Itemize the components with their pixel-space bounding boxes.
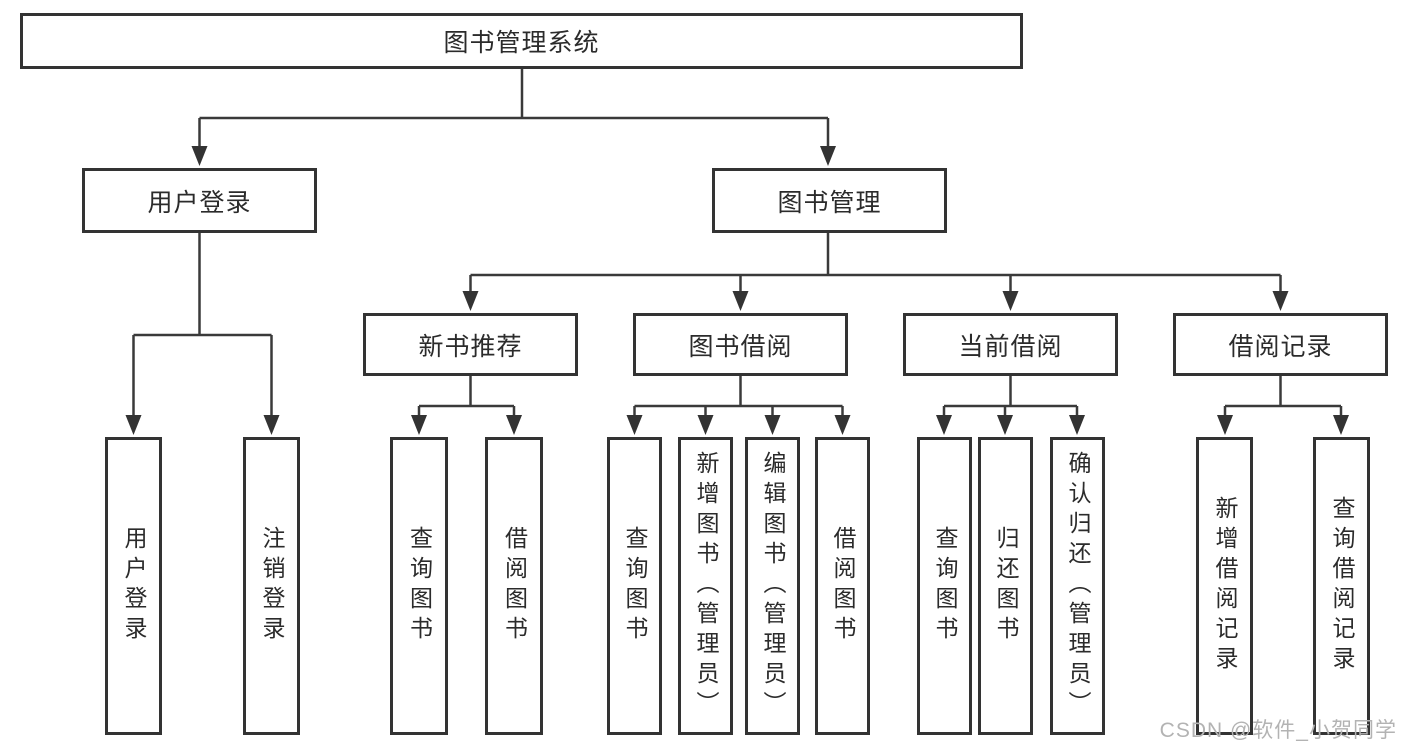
leaf-label: 借阅图书 — [501, 526, 528, 646]
leaf-label: 编辑图书（管理员） — [760, 451, 786, 721]
leaf-query-book-3: 查询图书 — [917, 437, 972, 735]
leaf-label: 确认归还（管理员） — [1065, 451, 1091, 721]
watermark: CSDN @软件_小贺同学 — [1159, 719, 1397, 742]
leaf-label: 借阅图书 — [830, 526, 856, 646]
node-new-book-recommend: 新书推荐 — [363, 313, 578, 376]
leaf-add-borrow-record: 新增借阅记录 — [1196, 437, 1253, 735]
leaf-user-login: 用户登录 — [105, 437, 162, 735]
leaf-confirm-return-admin: 确认归还（管理员） — [1050, 437, 1105, 735]
node-book-management: 图书管理 — [712, 168, 947, 233]
leaf-query-borrow-record: 查询借阅记录 — [1313, 437, 1370, 735]
leaf-borrow-book-1: 借阅图书 — [485, 437, 543, 735]
leaf-edit-book-admin: 编辑图书（管理员） — [745, 437, 800, 735]
node-borrow-records: 借阅记录 — [1173, 313, 1388, 376]
leaf-logout: 注销登录 — [243, 437, 300, 735]
leaf-label: 查询图书 — [622, 526, 648, 646]
node-current-borrow: 当前借阅 — [903, 313, 1118, 376]
leaf-label: 查询图书 — [932, 526, 958, 646]
leaf-label: 注销登录 — [259, 526, 285, 646]
leaf-label: 用户登录 — [121, 526, 147, 646]
leaf-label: 查询图书 — [406, 526, 433, 646]
leaf-label: 归还图书 — [993, 526, 1019, 646]
leaf-label: 查询借阅记录 — [1329, 496, 1355, 676]
leaf-borrow-book-2: 借阅图书 — [815, 437, 870, 735]
node-user-login: 用户登录 — [82, 168, 317, 233]
leaf-query-book-1: 查询图书 — [390, 437, 448, 735]
leaf-query-book-2: 查询图书 — [607, 437, 662, 735]
node-book-borrow: 图书借阅 — [633, 313, 848, 376]
node-root: 图书管理系统 — [20, 13, 1023, 69]
leaf-return-book: 归还图书 — [978, 437, 1033, 735]
leaf-label: 新增借阅记录 — [1212, 496, 1238, 676]
leaf-label: 新增图书（管理员） — [693, 451, 719, 721]
leaf-add-book-admin: 新增图书（管理员） — [678, 437, 733, 735]
